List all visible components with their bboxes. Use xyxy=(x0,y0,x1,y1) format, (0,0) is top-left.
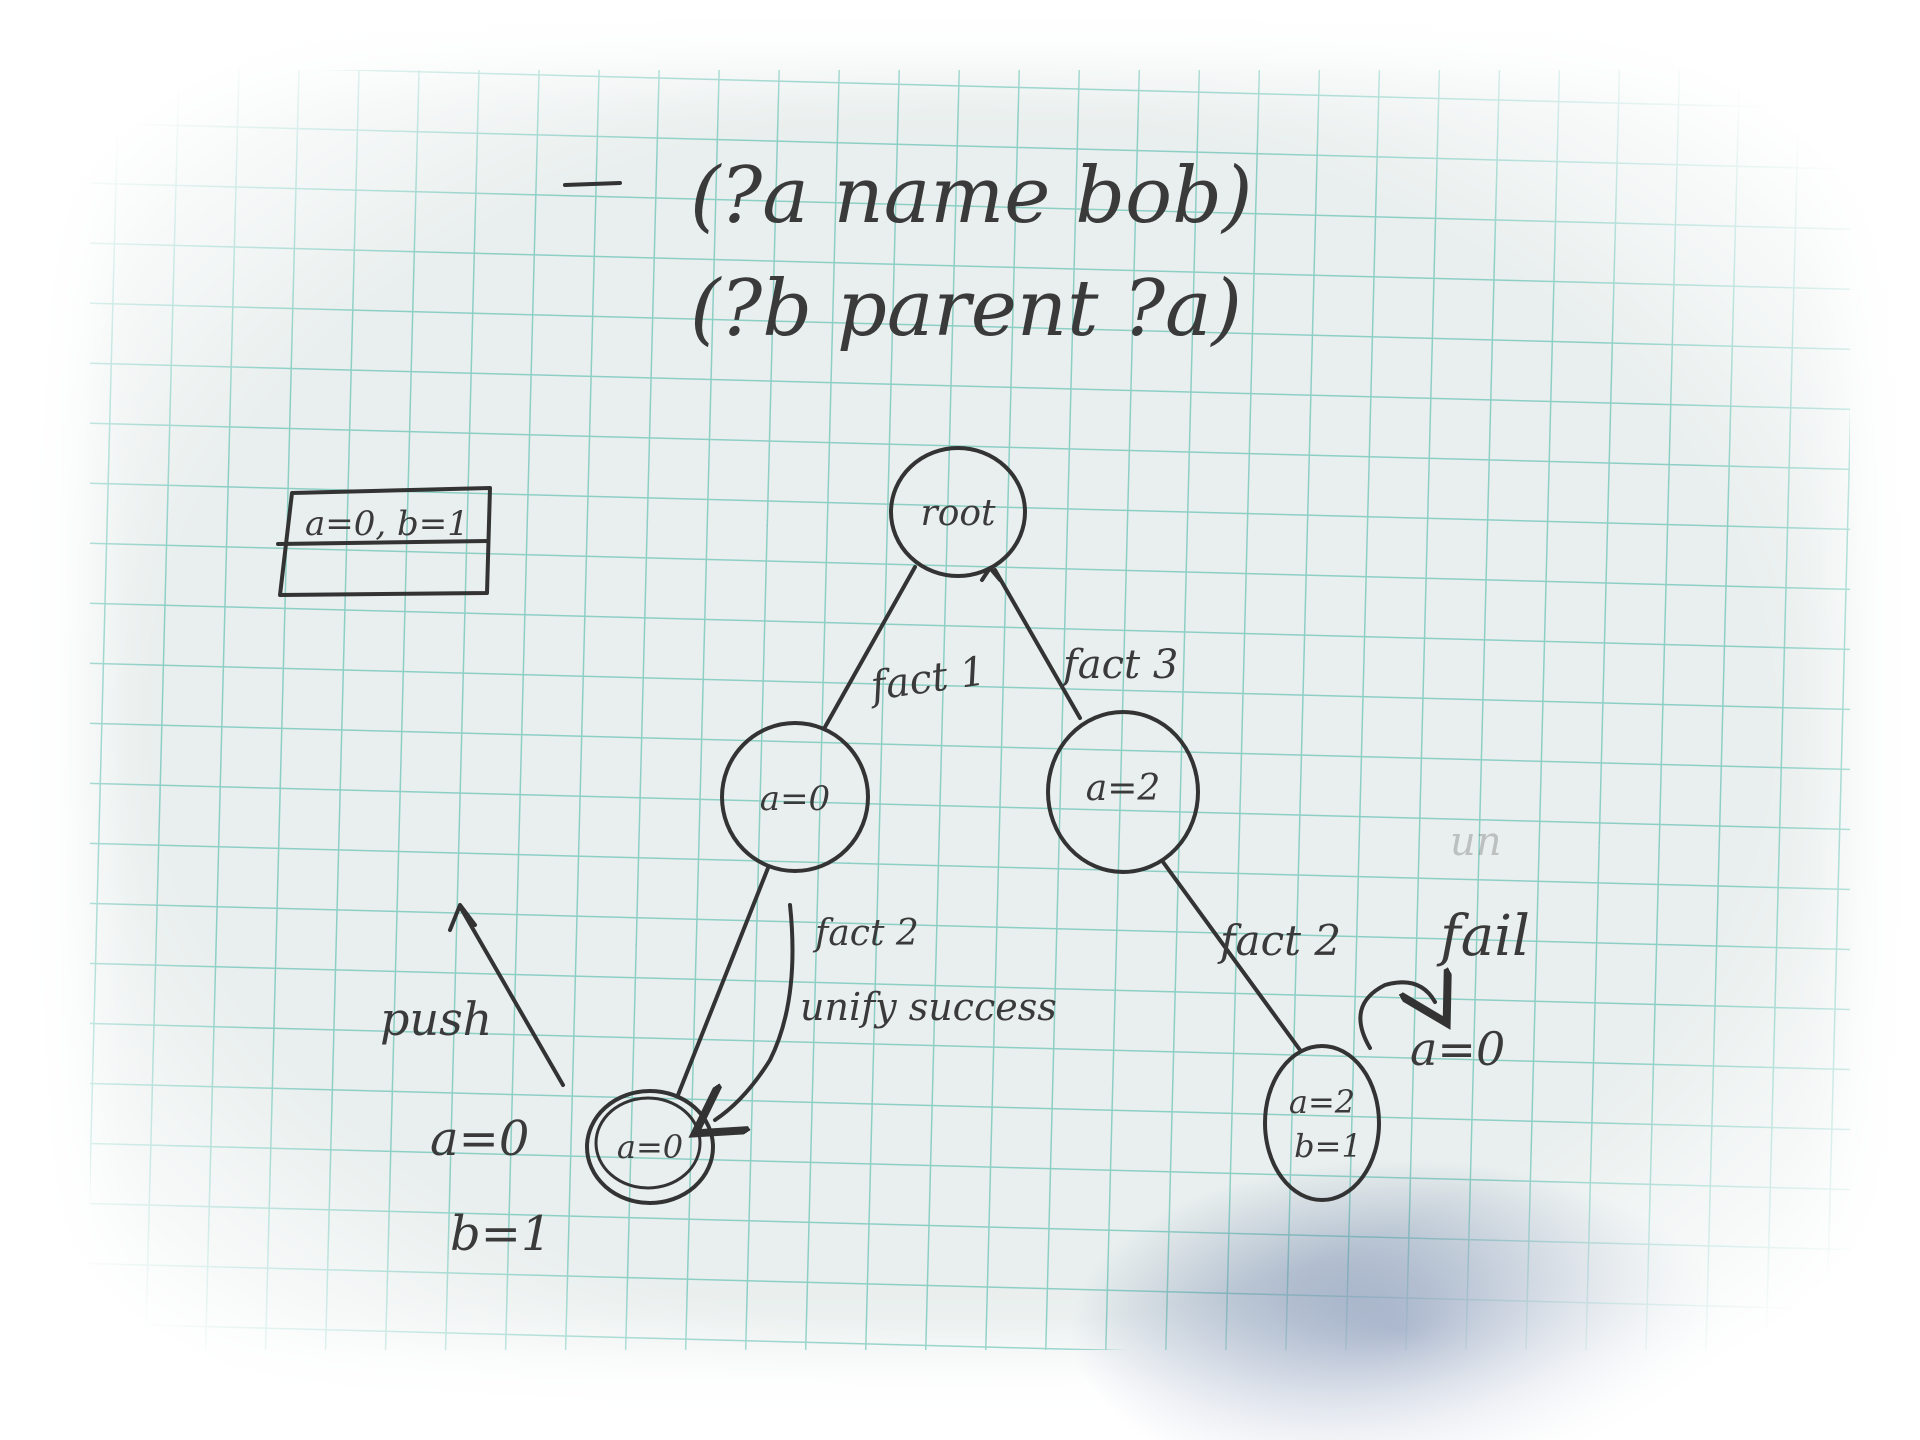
annotation-faint: un xyxy=(1450,819,1502,865)
fail-loop-arrow xyxy=(1358,982,1435,1050)
edge-label-fact3: fact 3 xyxy=(1060,642,1178,688)
edge-fact1 xyxy=(823,565,917,729)
node-bottom-right xyxy=(1263,1044,1381,1202)
binding-box xyxy=(278,486,492,597)
node-root-label: root xyxy=(920,493,996,534)
annotation-stack-b: b=1 xyxy=(450,1206,551,1262)
node-bottom-right-label-2: b=1 xyxy=(1294,1127,1362,1165)
query-dash xyxy=(563,181,622,187)
push-arrow xyxy=(460,908,565,1087)
edge-right-down xyxy=(1161,860,1302,1052)
edge-label-fact2-left: fact 2 xyxy=(812,913,919,954)
push-arrowhead xyxy=(448,903,477,932)
node-left xyxy=(720,721,870,873)
edge-label-unify: unify success xyxy=(800,985,1057,1029)
node-bottom-left xyxy=(585,1089,715,1205)
edge-fact3 xyxy=(993,568,1082,720)
binding-box-divider xyxy=(276,539,490,546)
node-bottom-left-label: a=0 xyxy=(617,1128,683,1166)
root-arrowhead xyxy=(980,566,1002,582)
node-bottom-right-label-1: a=2 xyxy=(1289,1083,1355,1121)
annotation-fail: fail xyxy=(1436,904,1530,969)
annotation-stack-a: a=0 xyxy=(430,1111,529,1167)
edge-left-down xyxy=(676,866,770,1097)
node-right-label: a=2 xyxy=(1086,768,1161,809)
annotation-retry: a=0 xyxy=(1410,1022,1505,1076)
node-bottom-left-inner xyxy=(594,1096,702,1190)
query-line-2: (?b parent ?a) xyxy=(690,264,1242,354)
binding-box-label: a=0, b=1 xyxy=(305,504,469,544)
node-left-label: a=0 xyxy=(760,779,830,819)
unify-arrow xyxy=(715,903,795,1120)
edge-label-fact2-right: fact 2 xyxy=(1217,916,1341,965)
node-root xyxy=(889,446,1027,578)
node-right xyxy=(1046,710,1200,874)
query-line-1: (?a name bob) xyxy=(690,151,1252,241)
annotation-push: push xyxy=(380,992,492,1046)
